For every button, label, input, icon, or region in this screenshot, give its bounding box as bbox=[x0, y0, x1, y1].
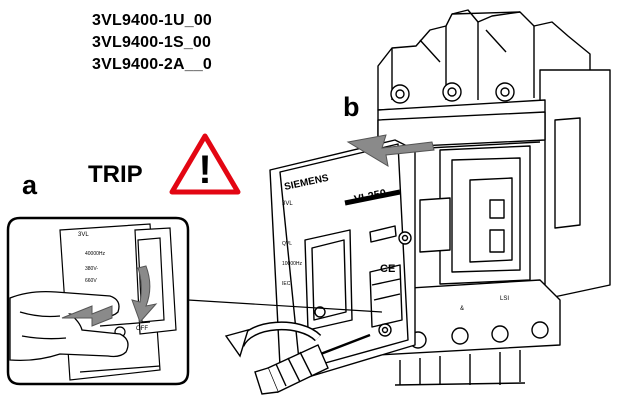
trip-label: TRIP bbox=[88, 161, 143, 188]
svg-text:OFF: OFF bbox=[136, 326, 148, 332]
model-number: 3VL9400-2A__0 bbox=[92, 56, 213, 73]
svg-text:QVL: QVL bbox=[282, 241, 292, 247]
front-cover: 3VL QVL 10000Hz IEC bbox=[269, 139, 416, 379]
step-b-label: b bbox=[343, 92, 360, 122]
rotate-arrow bbox=[224, 321, 322, 358]
svg-text:3VL: 3VL bbox=[78, 232, 89, 238]
screwdriver bbox=[254, 333, 371, 395]
pull-out-arrow bbox=[346, 134, 435, 167]
step-a-label: a bbox=[22, 170, 38, 200]
leader-line bbox=[187, 299, 383, 313]
ce-mark-text: CE bbox=[380, 263, 395, 275]
svg-text:IEC: IEC bbox=[282, 281, 291, 287]
svg-text:LSI: LSI bbox=[500, 296, 509, 302]
svg-text:&: & bbox=[460, 306, 464, 312]
svg-text:10000Hz: 10000Hz bbox=[282, 261, 303, 267]
svg-text:40000Hz: 40000Hz bbox=[85, 251, 106, 257]
svg-text:660V: 660V bbox=[85, 278, 97, 284]
model-number: 3VL9400-1S_00 bbox=[92, 34, 212, 51]
model-number: 3VL9400-1U_00 bbox=[92, 12, 213, 29]
svg-text:380V-: 380V- bbox=[85, 266, 98, 272]
detail-inset: 3VL 40000Hz 380V- 660V OFF bbox=[6, 216, 190, 386]
circuit-breaker: & LSI bbox=[377, 9, 611, 386]
warning-icon bbox=[169, 133, 241, 195]
svg-text:3VL: 3VL bbox=[282, 201, 293, 207]
model-number-list: 3VL9400-1U_00 3VL9400-1S_00 3VL9400-2A__… bbox=[92, 10, 252, 76]
warning-exclamation: ! bbox=[198, 148, 211, 192]
